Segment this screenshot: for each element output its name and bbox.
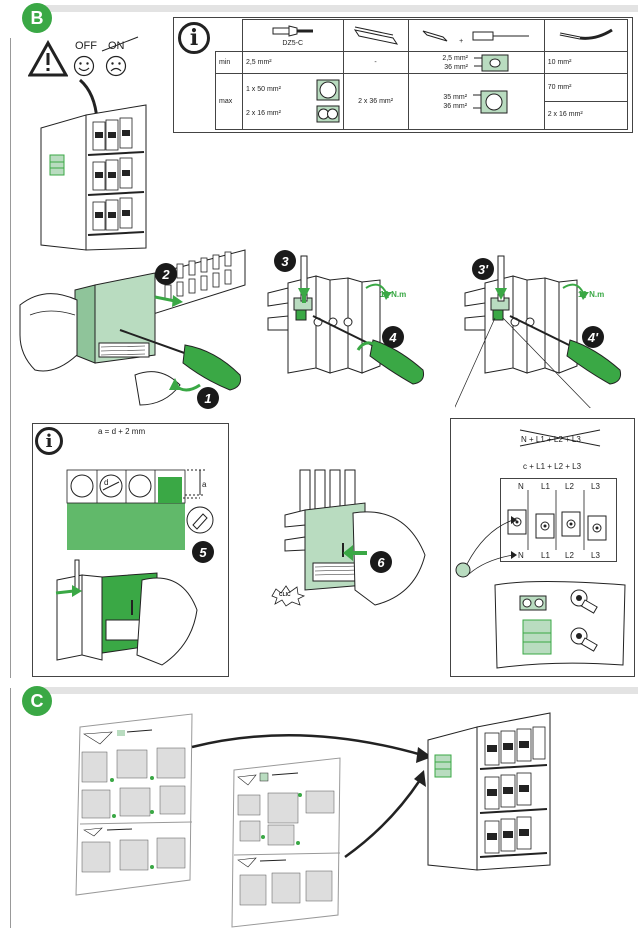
torque-label-2: 10 N.m [578,290,605,299]
step-5-badge: 5 [192,541,214,563]
smiley-face-icon [73,55,95,77]
pole-grid [500,478,617,562]
pole-label-l2: L2 [565,482,574,491]
plus-label: + [459,37,464,45]
max-c4b: 2 x 16 mm² [547,111,583,118]
bottom-pole-n: N [518,551,524,560]
click-burst-icon [271,585,306,607]
off-label: OFF [75,40,97,52]
info-icon: i [178,22,210,54]
sad-face-icon [105,55,127,77]
max-c1: 1 x 50 mm² 2 x 16 mm² [241,73,344,130]
section-c-bar [40,687,638,694]
bottom-pole-l2: L2 [565,551,574,560]
terminal-double-icon [316,105,340,122]
strike-line [101,36,139,52]
cabinet-illustration-c [427,712,551,871]
pole-label-n: N [518,482,524,491]
formula-label: a = d + 2 mm [98,427,146,436]
step-3-badge: 3 [274,250,296,272]
spec-table-header-row: DZ5-C + [215,19,629,52]
instruction-sheet-1 [75,713,193,896]
pole-terminals [507,490,607,550]
min-c2: - [342,51,409,74]
max-c4a: 70 mm² [544,75,627,102]
terminal-single-icon [316,79,340,100]
ferrule-icon [272,25,313,37]
step-3p-4p-illustration [455,255,621,408]
flex-cable-icon [559,28,613,40]
a-label: a [202,480,207,489]
col-ferrule-plus-cable: + [407,19,545,52]
terminal-large-icon [473,90,508,113]
cable-icon [472,31,530,40]
step-3-4-illustration [267,255,424,385]
step-3p-badge: 3' [472,258,494,280]
warning-icon [28,40,68,77]
gap-diagram [66,469,205,550]
step-6-badge: 6 [370,551,392,573]
max-c2: 2 x 36 mm² [342,73,409,130]
section-c-border [10,688,11,928]
section-c-badge: C [22,686,52,716]
max-c3a: 35 mm² [443,93,468,101]
terminal-small-icon [474,54,509,71]
section-b-bar [40,5,638,12]
step-2-badge: 2 [155,263,177,285]
min-c1: 2,5 mm² [241,51,344,74]
min-c3b: 36 mm² [444,63,469,71]
col-flex-cable [543,19,629,52]
torque-label-1: 10 N.m [380,290,407,299]
min-c4: 10 mm² [543,51,629,74]
neutral-kit-illustration [455,516,626,669]
step-1-2-illustration [19,249,246,406]
step-4-badge: 4 [382,326,404,348]
section-b-border [10,38,11,678]
row-min-label: min [215,51,243,74]
max-c3b: 36 mm² [443,102,468,110]
on-label: ON [108,40,125,52]
cross-out-icon [519,429,601,447]
cutter-icon [186,506,214,534]
pole-label-l3: L3 [591,482,600,491]
spec-row-max: max 1 x 50 mm² 2 x 16 mm² 2 x 36 mm² 35 … [215,73,629,130]
step-4p-badge: 4' [582,326,604,348]
col-dz5c: DZ5-C [241,19,344,52]
row-max-label: max [215,73,243,130]
step-5-illustration [55,559,198,666]
col-busbar [342,19,409,52]
flow-arrows [191,733,432,859]
busbar-icon [353,26,398,45]
click-label: CLIC [279,592,291,598]
max-c1b: 2 x 16 mm² [245,110,281,117]
bottom-pole-l1: L1 [541,551,550,560]
section-b-badge: B [22,3,52,33]
pole-label-l1: L1 [541,482,550,491]
cabinet-illustration [40,104,147,251]
max-c1a: 1 x 50 mm² [245,86,281,93]
bottom-pole-l3: L3 [591,551,600,560]
col-dz5c-label: DZ5-C [282,40,304,47]
min-c3a: 2,5 mm² [442,54,469,62]
max-c4: 70 mm² 2 x 16 mm² [543,73,629,130]
cable-ferrule-icon [422,30,448,41]
instruction-sheet-2 [231,757,341,928]
correct-config-label: c + L1 + L2 + L3 [523,462,582,471]
d-label: d [104,478,109,487]
info-icon-small: i [35,427,63,455]
step-1-badge: 1 [197,387,219,409]
